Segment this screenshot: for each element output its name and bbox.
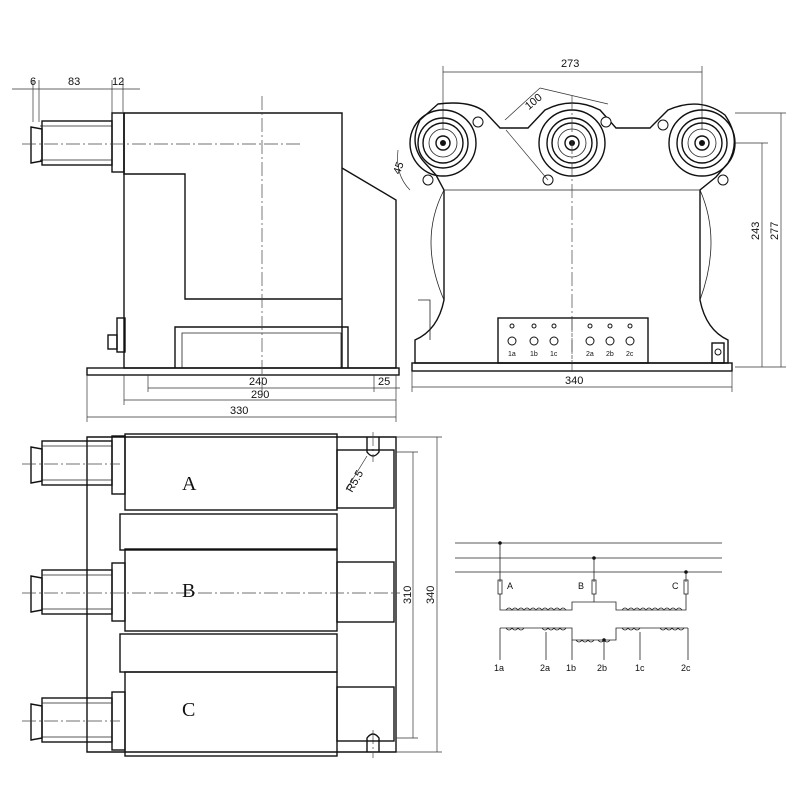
sch-sec-2a: 2a	[540, 663, 550, 673]
dim-45: 45	[391, 160, 406, 176]
terminal-label-1b: 1b	[530, 351, 538, 358]
sch-sec-2b: 2b	[597, 663, 607, 673]
terminal-label-2a: 2a	[586, 351, 594, 358]
terminal-label-1c: 1c	[550, 351, 558, 358]
phase-label-b: B	[182, 580, 195, 602]
dim-6: 6	[30, 76, 36, 88]
dim-243: 243	[750, 222, 762, 240]
terminal-2b	[605, 336, 615, 346]
top-bushing-b	[30, 562, 126, 622]
dim-25: 25	[378, 376, 390, 388]
sch-phase-a: A	[507, 581, 513, 591]
wiring-schematic: A B C 1a 2a 1b 2b 1c 2c	[455, 541, 722, 673]
dim-r5.5: R5.5	[344, 468, 366, 494]
dim-100: 100	[523, 92, 545, 113]
phase-label-c: C	[182, 699, 195, 721]
sch-phase-c: C	[672, 581, 679, 591]
terminal-1a	[507, 336, 517, 346]
side-view: 6 83 12 240 290 330	[12, 76, 400, 422]
terminal-label-1a: 1a	[508, 351, 516, 358]
terminal-screw-top	[509, 323, 515, 329]
top-view: R5.5 A B	[22, 432, 442, 758]
terminal-screw-top	[551, 323, 557, 329]
dim-290: 290	[251, 389, 269, 401]
phase-label-a: A	[182, 473, 197, 495]
dim-310: 310	[402, 586, 414, 604]
sch-sec-2c: 2c	[681, 663, 691, 673]
sch-sec-1c: 1c	[635, 663, 645, 673]
terminal-screw-top	[531, 323, 537, 329]
terminal-screw-top	[627, 323, 633, 329]
terminal-screw-top	[587, 323, 593, 329]
terminal-block: 1a 1b 1c 2a 2b 2c	[507, 318, 635, 363]
dim-340-top: 340	[425, 586, 437, 604]
dim-273: 273	[561, 58, 579, 70]
bushing-left	[409, 109, 477, 177]
sch-phase-b: B	[578, 581, 584, 591]
dim-83: 83	[68, 76, 80, 88]
terminal-2c	[625, 336, 635, 346]
dim-340-front: 340	[565, 375, 583, 387]
front-view: 273	[391, 58, 786, 392]
dim-240: 240	[249, 376, 267, 388]
terminal-screw-top	[607, 323, 613, 329]
top-bushing-a	[30, 435, 126, 495]
terminal-label-2c: 2c	[626, 351, 634, 358]
terminal-1c	[549, 336, 559, 346]
sch-sec-1b: 1b	[566, 663, 576, 673]
dim-330: 330	[230, 405, 248, 417]
terminal-2a	[585, 336, 595, 346]
dim-277: 277	[769, 222, 781, 240]
terminal-label-2b: 2b	[606, 351, 614, 358]
terminal-1b	[529, 336, 539, 346]
dim-12: 12	[112, 76, 124, 88]
sch-sec-1a: 1a	[494, 663, 504, 673]
